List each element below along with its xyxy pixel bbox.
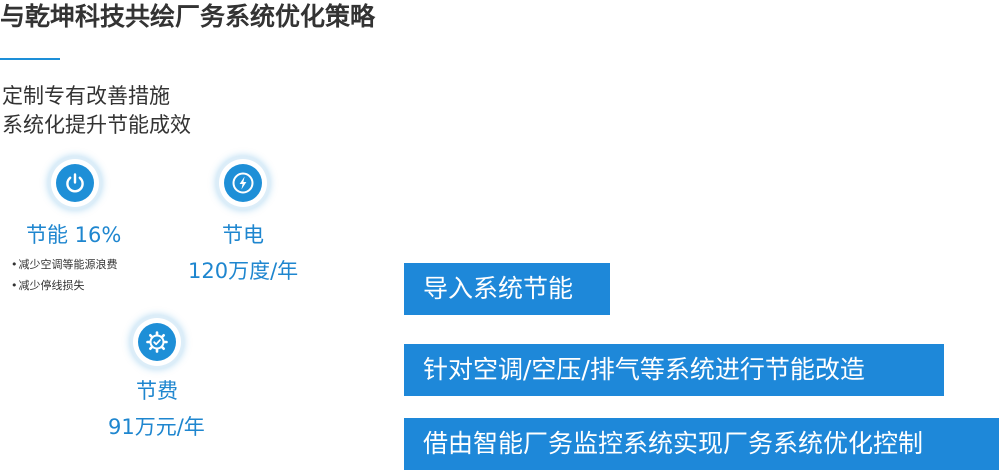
intro-line: 定制专有改善措施 — [2, 84, 170, 108]
energy-saving-bullet: 减少停线损失 — [11, 279, 85, 293]
energy-saving-label: 节能 16% — [26, 223, 122, 247]
power-icon — [66, 173, 84, 193]
intro-line: 系统化提升节能成效 — [2, 113, 191, 137]
banner-energy-retrofit: 针对空调/空压/排气等系统进行节能改造 — [404, 344, 944, 396]
lightning-icon — [232, 172, 254, 194]
banner-system-energy-saving: 导入系统节能 — [404, 263, 610, 315]
page-title: 与乾坤科技共绘厂务系统优化策略 — [0, 2, 376, 31]
cost-saving-badge — [133, 318, 181, 366]
intro-text: 定制专有改善措施 系统化提升节能成效 — [2, 82, 191, 140]
energy-saving-bullet: 减少空调等能源浪费 — [11, 258, 118, 272]
cost-saving-label: 节费 — [136, 379, 178, 403]
banner-smart-monitoring: 借由智能厂务监控系统实现厂务系统优化控制 — [404, 418, 999, 470]
electricity-saving-value: 120万度/年 — [188, 259, 299, 283]
energy-saving-badge — [51, 159, 99, 207]
electricity-saving-badge — [219, 159, 267, 207]
electricity-saving-label: 节电 — [222, 223, 264, 247]
cost-saving-value: 91万元/年 — [108, 415, 205, 439]
gear-check-icon — [146, 331, 168, 353]
title-underline — [0, 58, 60, 60]
